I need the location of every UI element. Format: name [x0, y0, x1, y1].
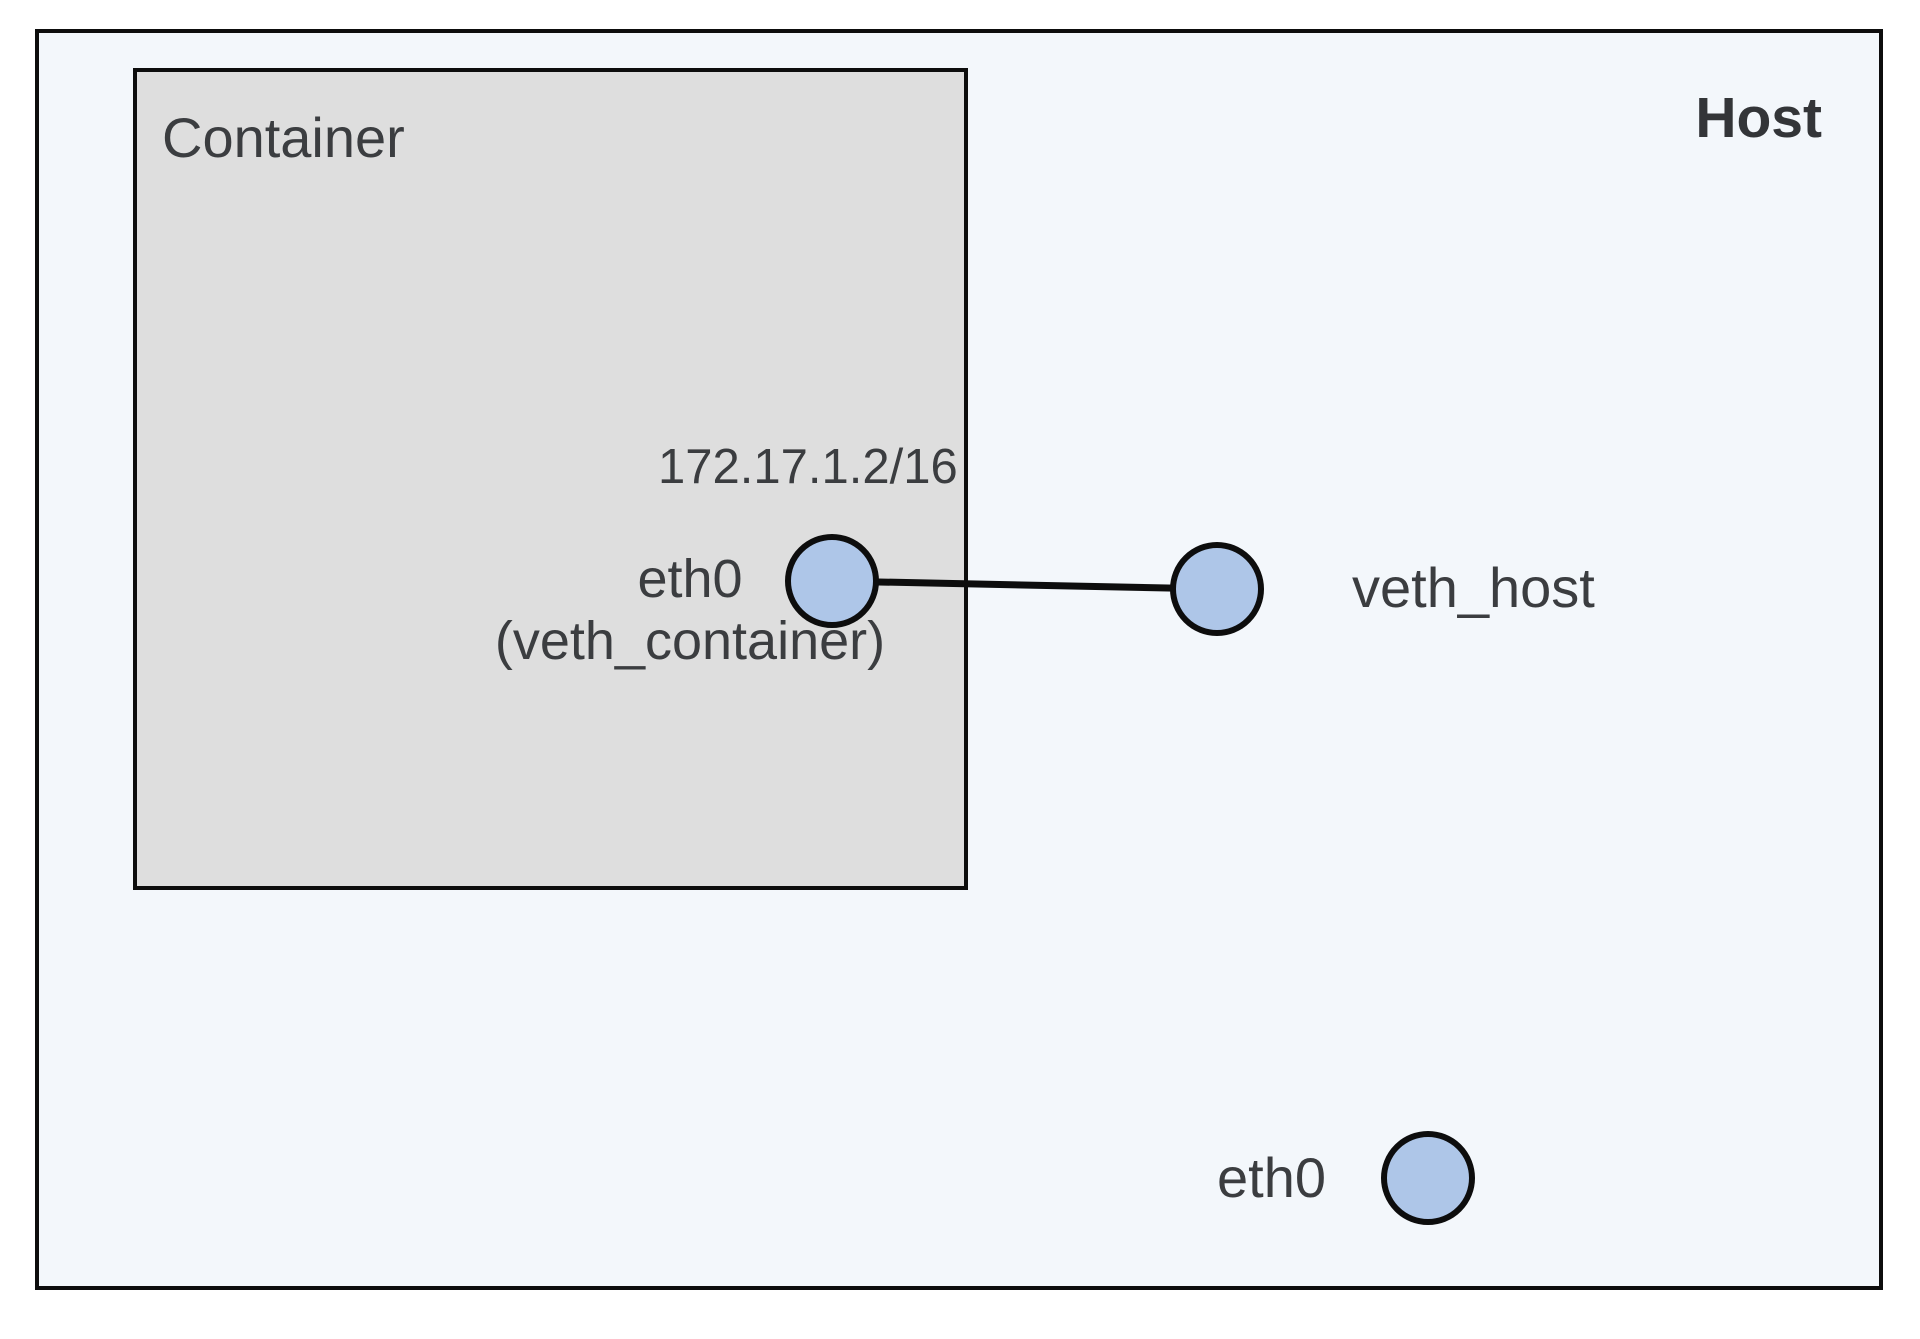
veth-container-node-circle [785, 534, 879, 628]
veth-container-node-label: eth0 (veth_container) [440, 548, 940, 672]
container-box-label: Container [162, 106, 405, 169]
veth-container-interface-alias: (veth_container) [494, 611, 886, 672]
container-box [133, 68, 968, 890]
veth-host-node-circle [1170, 542, 1264, 636]
host-eth0-node-circle [1381, 1131, 1475, 1225]
container-eth0-ip-label: 172.17.1.2/16 [658, 440, 958, 494]
host-eth0-node-label: eth0 [1217, 1146, 1326, 1209]
veth-container-interface-name: eth0 [637, 549, 743, 609]
veth-host-node-label: veth_host [1352, 556, 1595, 619]
host-box-label: Host [1695, 86, 1822, 150]
